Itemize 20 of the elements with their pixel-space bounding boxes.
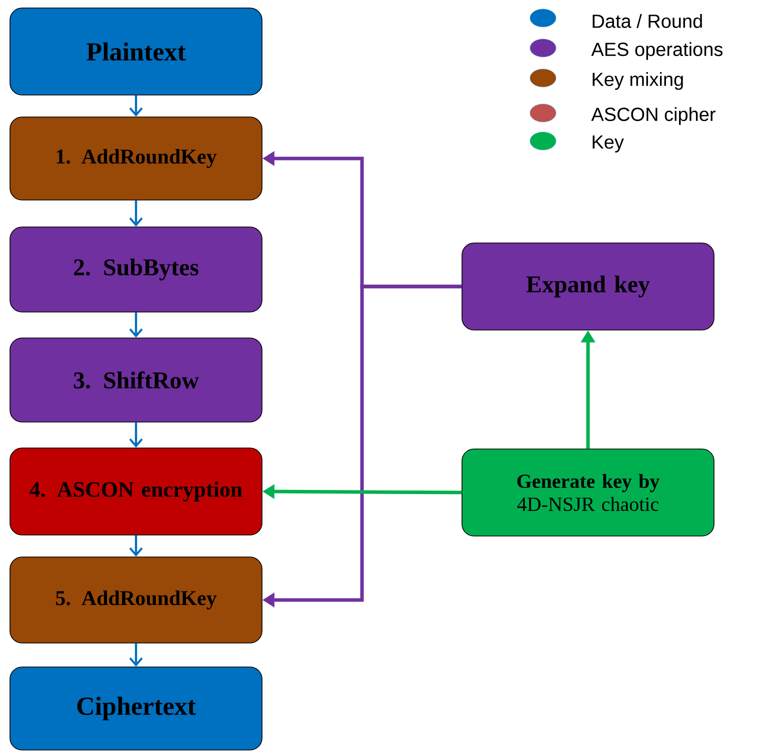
arrow xyxy=(129,422,143,448)
step-box: 3. ShiftRow xyxy=(10,338,262,422)
process-box: Generate key by 4D-NSJR chaotic xyxy=(462,448,714,536)
arrow xyxy=(129,643,143,667)
legend-text: Data / Round xyxy=(592,14,702,28)
arrow xyxy=(129,535,143,557)
step-box: 2. SubBytes xyxy=(10,226,262,312)
arrow xyxy=(129,200,143,227)
legend-text: Key mixing xyxy=(592,72,683,90)
step-box: Plaintext xyxy=(10,8,262,96)
step-box: 5. AddRoundKey xyxy=(10,556,262,644)
legend-text: ASCON cipher xyxy=(591,107,716,125)
arrow xyxy=(129,312,143,338)
arrow xyxy=(129,95,143,117)
legend-text: AES operations xyxy=(591,42,722,60)
legend-text: Key xyxy=(592,136,624,152)
step-box: 4. ASCON encryption xyxy=(10,448,262,536)
step-box: 1. AddRoundKey xyxy=(10,116,262,200)
step-box: Ciphertext xyxy=(10,666,262,750)
process-box: Expand key xyxy=(462,242,714,330)
